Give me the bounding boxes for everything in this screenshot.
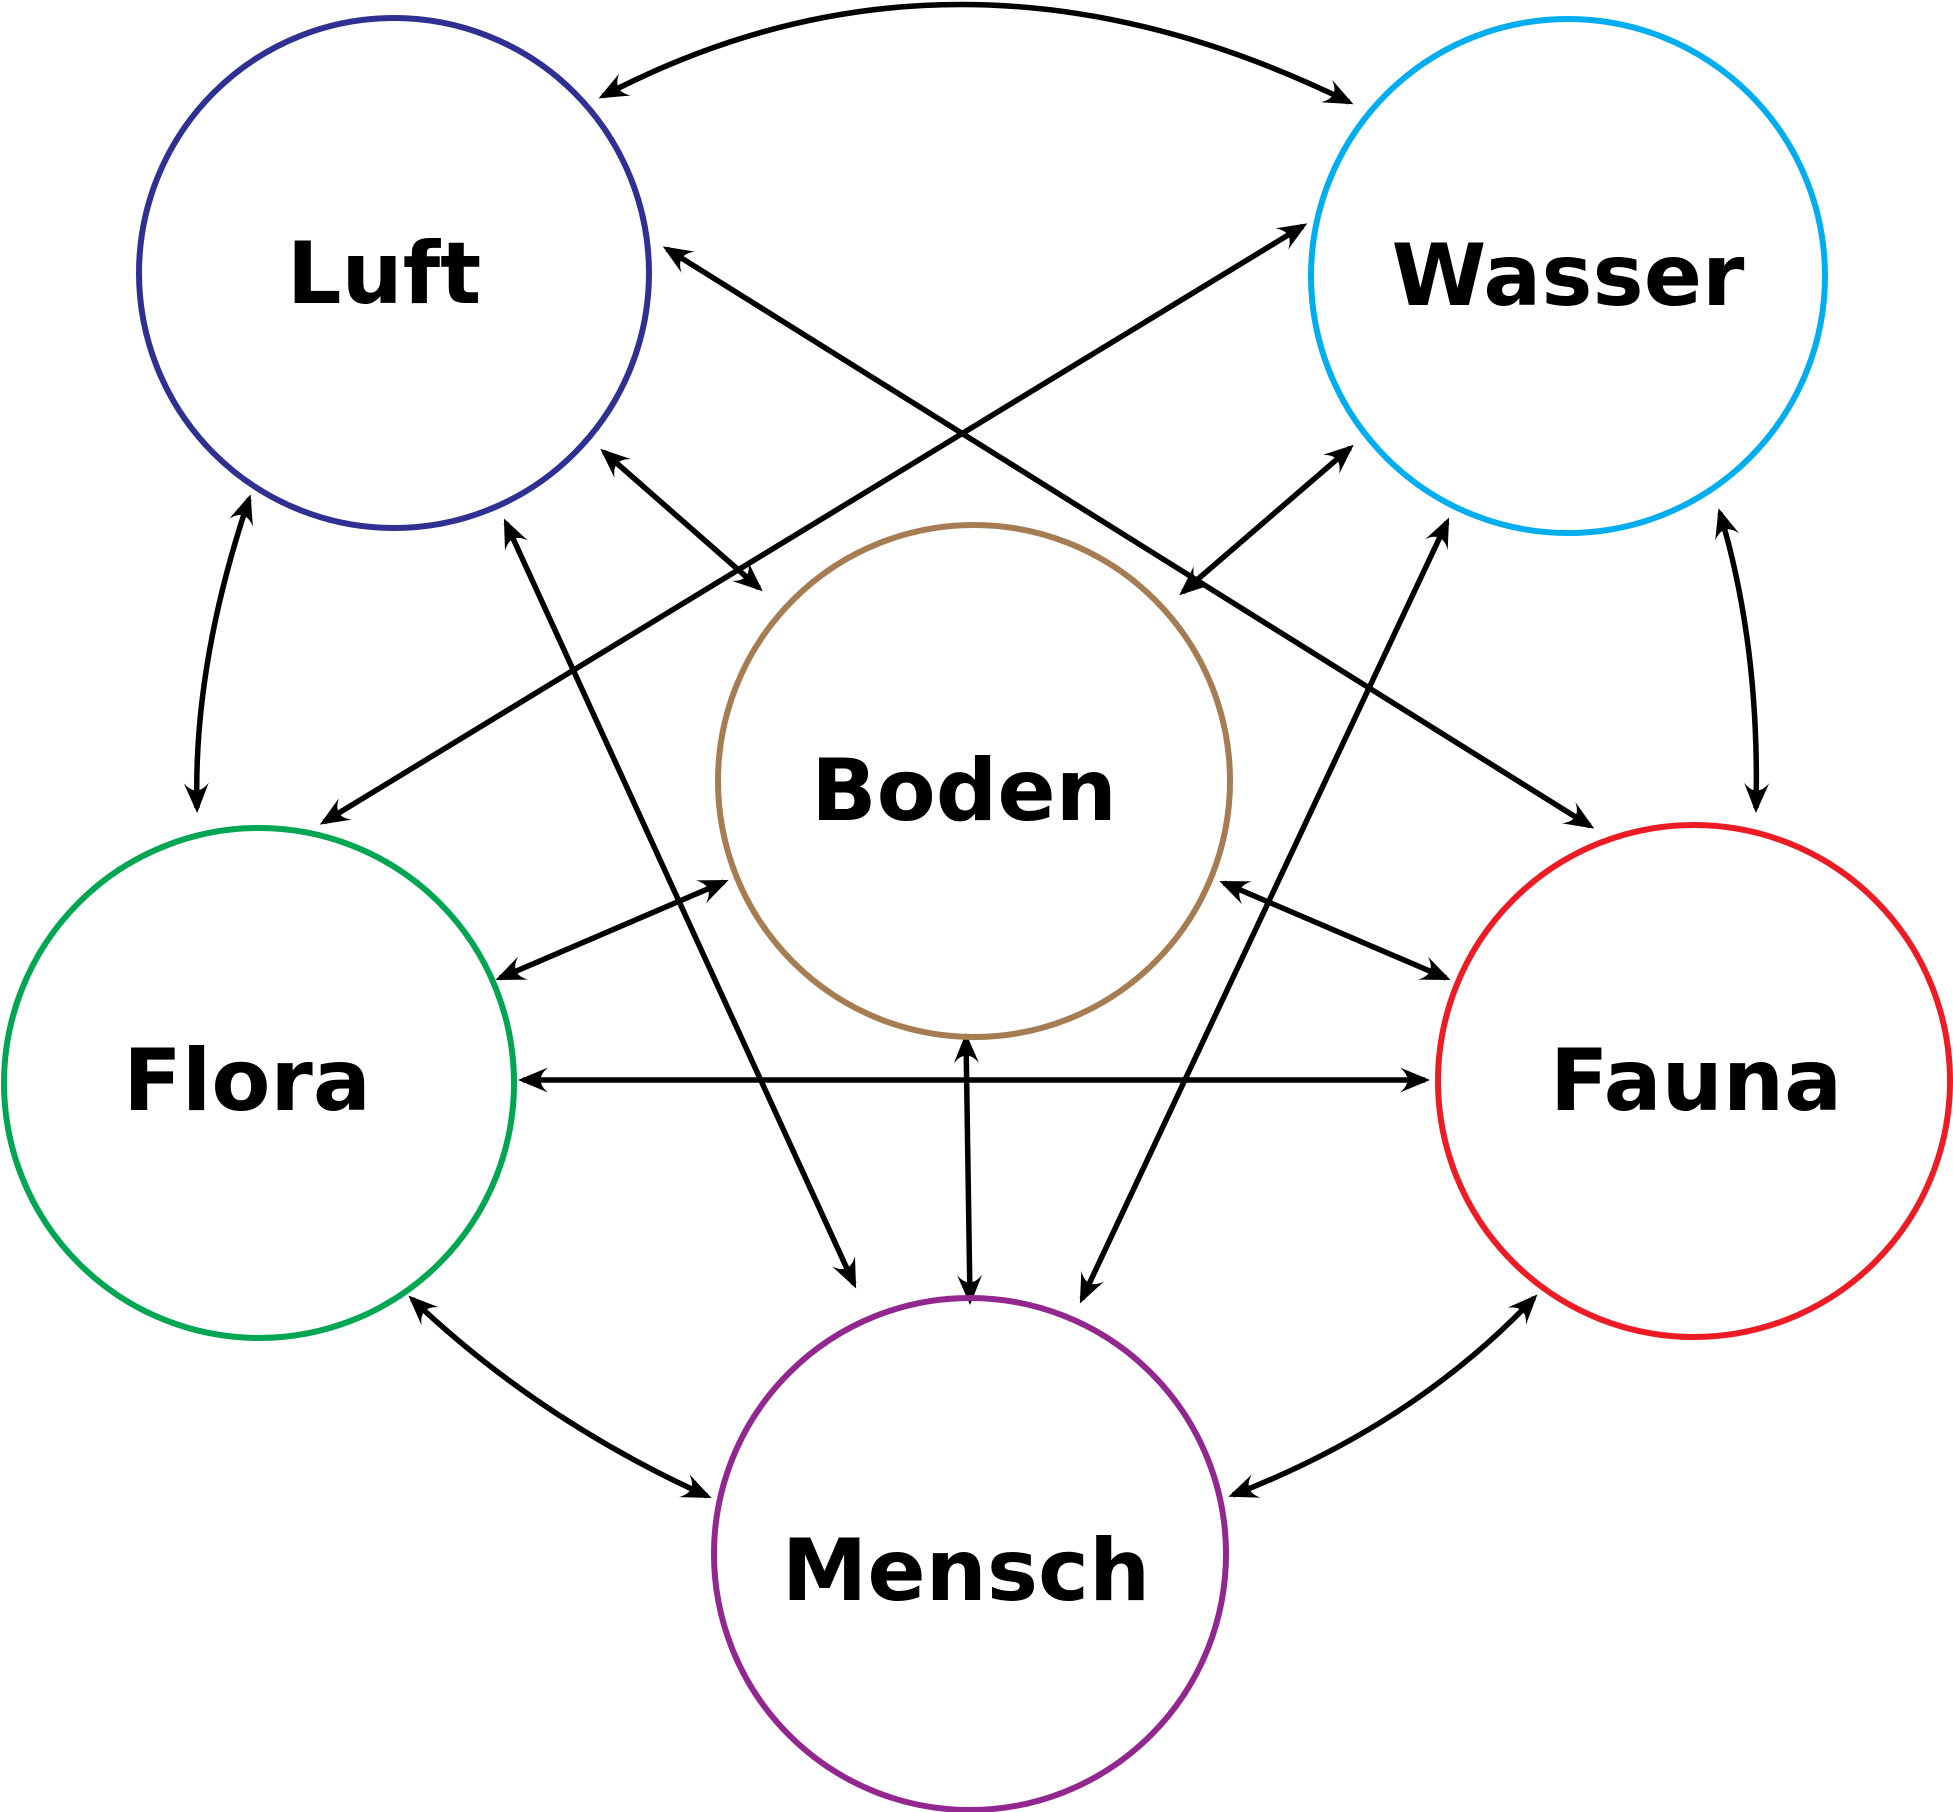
node-flora[interactable]: Flora (1, 825, 517, 1341)
node-fauna[interactable]: Fauna (1435, 822, 1953, 1340)
node-boden-label: Boden (811, 741, 1117, 841)
edge-luft-wasser-arrow (598, 1, 1354, 105)
edge-flora-mensch-arrow (408, 1295, 712, 1499)
node-luft-circle (136, 15, 652, 531)
edge-boden-fauna-arrow (1219, 880, 1451, 981)
node-luft-label: Luft (287, 224, 482, 324)
node-luft[interactable]: Luft (136, 15, 652, 531)
node-mensch[interactable]: Mensch (711, 1295, 1229, 1812)
edge-wasser-boden-arrow (1179, 444, 1354, 596)
edge-luft-fauna-arrow (662, 246, 1595, 829)
edge-wasser-fauna-arrow (1715, 508, 1770, 813)
edges-layer (183, 1, 1770, 1499)
edge-fauna-mensch-arrow (1228, 1294, 1538, 1498)
node-boden[interactable]: Boden (715, 522, 1233, 1040)
edge-boden-flora-arrow (495, 879, 729, 981)
edge-wasser-mensch-arrow (1079, 517, 1450, 1304)
node-flora-label: Flora (123, 1031, 371, 1131)
edge-luft-flora-arrow (183, 494, 253, 813)
node-fauna-label: Fauna (1550, 1031, 1842, 1131)
node-wasser-label: Wasser (1392, 226, 1746, 326)
node-flora-circle (1, 825, 517, 1341)
edge-wasser-flora-arrow (319, 223, 1308, 825)
node-boden-circle (715, 522, 1233, 1040)
node-wasser[interactable]: Wasser (1308, 16, 1828, 536)
node-wasser-circle (1308, 16, 1828, 536)
node-mensch-circle (711, 1295, 1229, 1812)
edge-luft-boden-arrow (600, 448, 763, 592)
node-mensch-label: Mensch (782, 1521, 1151, 1621)
node-fauna-circle (1435, 822, 1953, 1340)
